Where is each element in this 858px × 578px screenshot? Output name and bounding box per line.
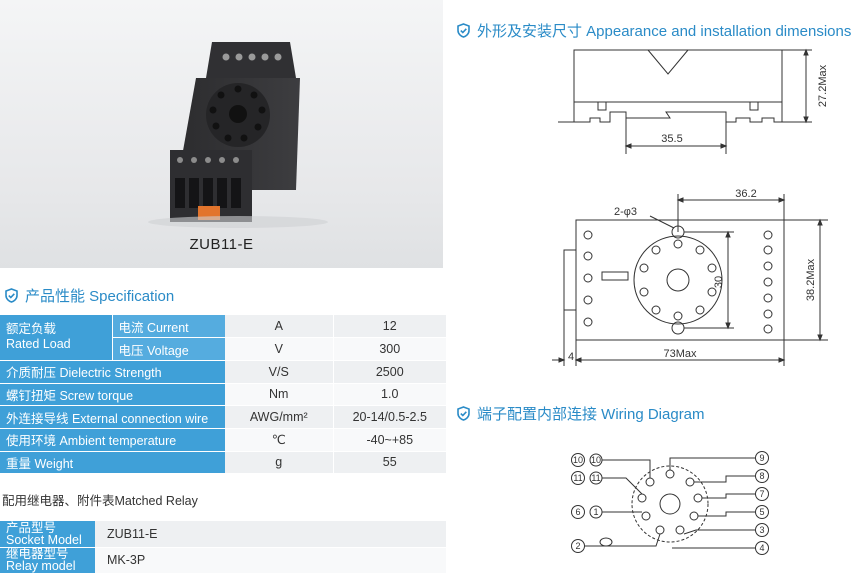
hole-dim: 2-φ3 [614, 206, 637, 218]
side-view-drawing: 35.5 27.2Max [558, 48, 829, 154]
left-terminal-label: 6 [575, 507, 580, 517]
left-terminal-label: 11 [573, 473, 582, 483]
top-view-drawing: 36.2 2-φ3 30 38.2Max 4 73Max [552, 188, 828, 366]
spec-value: 1.0 [333, 383, 446, 407]
right-terminal-label: 5 [759, 507, 764, 517]
spec-value: 12 [333, 315, 446, 339]
wiring-diagram: 10 11 6 2 10 11 1 9 8 7 5 3 4 [571, 451, 769, 555]
right-terminal-label: 9 [759, 453, 764, 463]
left-inner-label: 10 [591, 455, 601, 465]
appearance-heading: 外形及安装尺寸 Appearance and installation dime… [456, 20, 851, 41]
socket-model-label: 产品型号 Socket Model [0, 520, 95, 548]
relay-model-label: 继电器型号 Relay model [0, 547, 95, 574]
matched-relay-caption: 配用继电器、附件表Matched Relay [2, 494, 198, 508]
table-row: 螺钉扭矩 Screw torque Nm 1.0 [0, 383, 446, 407]
spec-unit: V [225, 337, 334, 361]
spec-value: -40~+85 [333, 428, 446, 452]
product-caption: ZUB11-E [189, 236, 254, 253]
left-terminal-label: 2 [575, 541, 580, 551]
spec-value: 55 [333, 451, 446, 475]
spec-unit: V/S [225, 360, 334, 384]
spec-value: 2500 [333, 360, 446, 384]
table-row: 额定负载 Rated Load 电流 Current A 12 [0, 315, 446, 361]
rated-load-en: Rated Load [6, 337, 71, 352]
right-terminal-column [755, 451, 769, 555]
matched-relay-table: 产品型号 Socket Model ZUB11-E 继电器型号 Relay mo… [0, 521, 446, 574]
depth-dim: 38.2Max [805, 258, 817, 301]
socket-model-en: Socket Model [6, 532, 82, 547]
spec-label: 介质耐压 Dielectric Strength [0, 360, 225, 384]
table-row: 继电器型号 Relay model MK-3P [0, 547, 446, 574]
shield-icon [457, 406, 470, 421]
spec-label: 螺钉扭矩 Screw torque [0, 383, 225, 407]
spec-value: 20-14/0.5-2.5 [333, 405, 446, 429]
rated-load-label: 额定负载 Rated Load [0, 315, 112, 361]
spec-label: 外连接导线 External connection wire [0, 405, 225, 429]
shield-icon [5, 288, 18, 303]
top-width-dim: 36.2 [735, 188, 756, 200]
left-terminal-column [571, 453, 603, 553]
right-terminal-label: 8 [759, 471, 764, 481]
spec-label: 电流 Current [111, 315, 225, 339]
socket-model-value: ZUB11-E [95, 521, 446, 548]
left-inner-label: 11 [591, 473, 600, 483]
table-row: 产品型号 Socket Model ZUB11-E [0, 520, 446, 548]
specification-heading-text: 产品性能 Specification [25, 288, 175, 305]
right-terminal-label: 3 [759, 525, 764, 535]
table-row: 电压 Voltage V 300 [0, 337, 446, 361]
spec-label: 使用环境 Ambient temperature [0, 428, 225, 452]
relay-model-cn: 继电器型号 [6, 547, 69, 561]
spec-unit: AWG/mm² [225, 405, 334, 429]
height-dim: 27.2Max [817, 64, 829, 107]
rated-load-cn: 额定负载 [6, 322, 57, 337]
table-row: 外连接导线 External connection wire AWG/mm² 2… [0, 405, 446, 429]
spec-table: 额定负载 Rated Load 电流 Current A 12 电压 Volta… [0, 315, 446, 475]
relay-model-value: MK-3P [95, 547, 446, 574]
right-terminal-label: 7 [759, 489, 764, 499]
left-terminal-label: 10 [573, 455, 583, 465]
mount-width-dim: 35.5 [661, 133, 682, 145]
socket-model-cn: 产品型号 [6, 520, 57, 535]
socket-image [148, 42, 328, 228]
spec-unit: g [225, 451, 334, 475]
table-row: 使用环境 Ambient temperature ℃ -40~+85 [0, 428, 446, 452]
spec-unit: Nm [225, 383, 334, 407]
wiring-heading-text: 端子配置内部连接 Wiring Diagram [477, 406, 705, 423]
spec-label: 电压 Voltage [111, 337, 225, 361]
spec-unit: A [225, 315, 334, 339]
left-inner-label: 1 [593, 507, 598, 517]
specification-heading: 产品性能 Specification [4, 285, 174, 306]
length-dim: 73Max [663, 348, 697, 360]
table-row: 介质耐压 Dielectric Strength V/S 2500 [0, 360, 446, 384]
product-photo [0, 0, 443, 268]
table-row: 重量 Weight g 55 [0, 451, 446, 475]
right-terminal-label: 4 [759, 543, 764, 553]
appearance-heading-text: 外形及安装尺寸 Appearance and installation dime… [477, 23, 852, 40]
spec-value: 300 [333, 337, 446, 361]
wiring-heading: 端子配置内部连接 Wiring Diagram [456, 403, 705, 424]
shield-icon [457, 23, 470, 38]
spec-label: 重量 Weight [0, 451, 225, 475]
spec-unit: ℃ [225, 428, 334, 452]
hole-spacing-dim: 30 [713, 276, 725, 288]
offset-dim: 4 [568, 351, 574, 363]
relay-model-en: Relay model [6, 559, 76, 573]
